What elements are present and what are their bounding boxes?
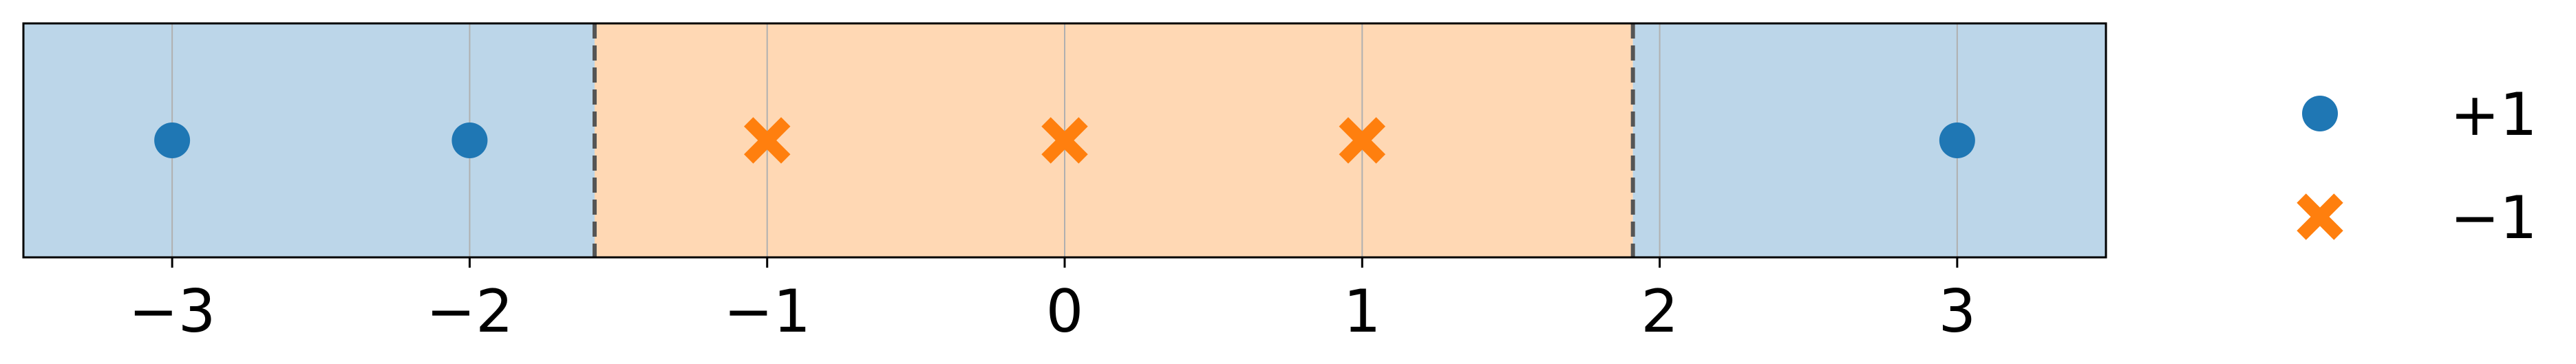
x-tick-label: 2 [1641,277,1679,346]
region-1 [594,23,1633,257]
decision-thresholds [592,23,1635,257]
x-tick-label: −3 [129,277,216,346]
point-x [743,117,791,164]
point-x [1339,117,1386,164]
region-0 [23,23,595,257]
x-tick-label: −1 [723,277,811,346]
data-points [154,117,1975,164]
point-circle [451,122,488,158]
point-circle [1939,122,1975,158]
legend: +1 −1 [2297,81,2537,253]
point-x [1041,117,1088,164]
point-circle [154,122,191,158]
x-tick-label: −2 [426,277,513,346]
legend-label: −1 [2450,184,2537,253]
legend-circle-icon [2302,96,2338,131]
region-2 [1632,23,2106,257]
x-tick-label: 1 [1343,277,1381,346]
legend-x-icon [2297,193,2343,240]
x-tick-label: 3 [1938,277,1976,346]
x-axis: −3 −2 −1 0 1 2 3 [129,257,1976,346]
legend-label: +1 [2450,81,2537,149]
x-tick-label: 0 [1046,277,1084,346]
